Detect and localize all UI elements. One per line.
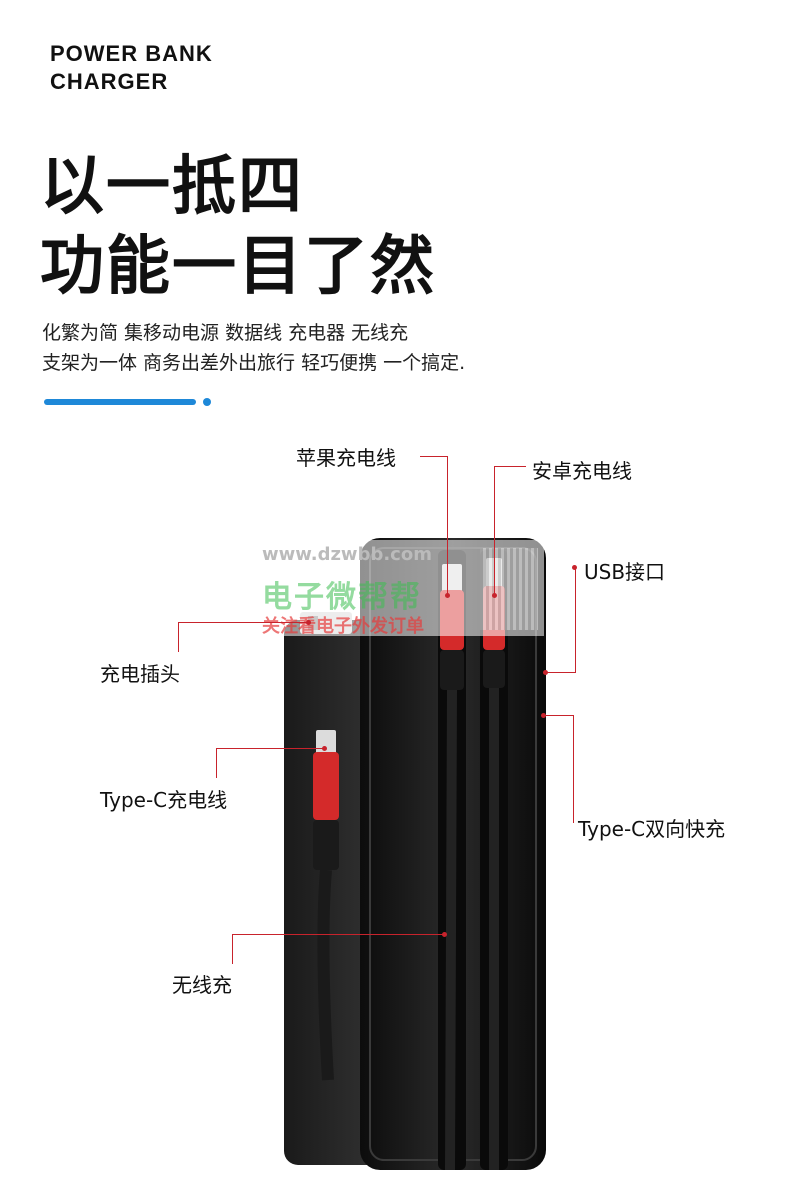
leader-android-cable-drop: [494, 466, 495, 596]
pin-apple-cable: [445, 593, 450, 598]
typec-cable-connector: [316, 730, 336, 756]
accent-dot: [203, 398, 211, 406]
callout-wireless-charging: 无线充: [172, 973, 232, 997]
pin-android-cable: [492, 593, 497, 598]
accent-bar: [44, 399, 196, 405]
brand-line-2: CHARGER: [50, 69, 169, 94]
leader-wireless-v: [232, 934, 233, 964]
callout-typec-cable: Type-C充电线: [100, 788, 228, 812]
watermark-url: www.dzwbb.com: [262, 544, 432, 565]
power-bank-illustration: [284, 538, 546, 1171]
description-line-2: 支架为一体 商务出差外出旅行 轻巧便携 一个搞定.: [42, 352, 466, 374]
leader-wireless: [232, 934, 444, 935]
description-line-1: 化繁为简 集移动电源 数据线 充电器 无线充: [42, 322, 409, 344]
brand-title: POWER BANK CHARGER: [50, 40, 213, 96]
leader-typec-bidir-h: [544, 715, 574, 716]
watermark-title: 电子微帮帮: [262, 580, 422, 615]
pin-charging-plug: [306, 620, 311, 625]
callout-android-cable: 安卓充电线: [532, 459, 632, 483]
leader-apple-cable: [420, 456, 448, 457]
watermark-qr-code: [480, 548, 538, 630]
pin-usb-label: [572, 565, 577, 570]
leader-typec-bidir-v: [573, 715, 574, 823]
callout-usb-port: USB接口: [584, 560, 666, 584]
pin-typec-cable: [322, 746, 327, 751]
headline-line-2: 功能一目了然: [40, 230, 436, 304]
callout-typec-bidirectional: Type-C双向快充: [578, 817, 726, 841]
leader-usb-port-h: [546, 672, 576, 673]
leader-android-cable: [494, 466, 526, 467]
leader-charging-plug-v: [178, 622, 179, 652]
headline-line-1: 以一抵四: [40, 150, 304, 224]
leader-usb-port: [575, 568, 576, 672]
leader-typec-cable-v: [216, 748, 217, 778]
leader-charging-plug: [178, 622, 308, 623]
callout-charging-plug: 充电插头: [100, 662, 180, 686]
watermark-subtitle: 关注看电子外发订单: [262, 616, 424, 637]
leader-typec-cable: [216, 748, 324, 749]
pin-wireless: [442, 932, 447, 937]
pin-usb-port: [543, 670, 548, 675]
callout-apple-cable: 苹果充电线: [296, 446, 396, 470]
leader-apple-cable-drop: [447, 456, 448, 596]
pin-typec-bidir-port: [541, 713, 546, 718]
brand-line-1: POWER BANK: [50, 41, 213, 66]
typec-cable-head: [313, 752, 339, 820]
device-left-panel: [284, 620, 384, 1165]
